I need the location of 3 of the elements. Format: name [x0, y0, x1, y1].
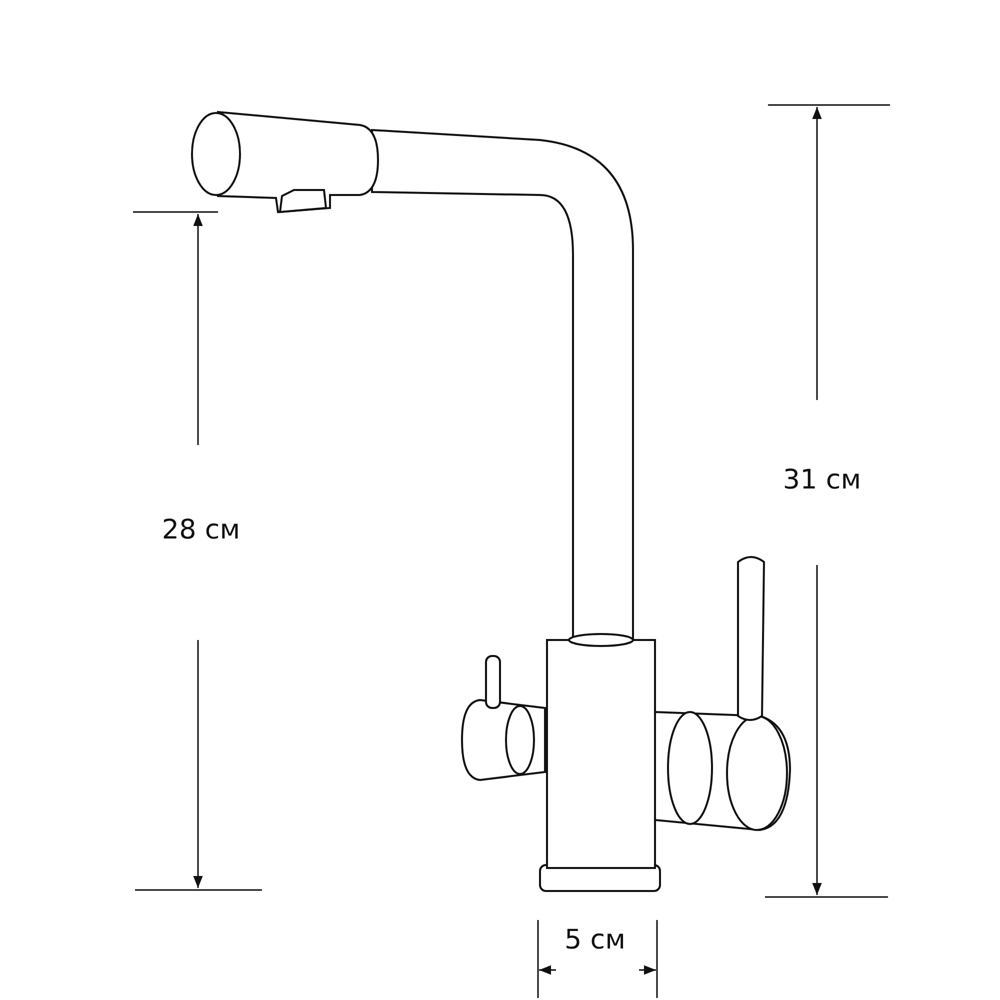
dimension-label: 31 см [782, 464, 862, 496]
dimension-label: 28 см [162, 514, 240, 546]
dimension-label: 5 см [564, 924, 626, 956]
